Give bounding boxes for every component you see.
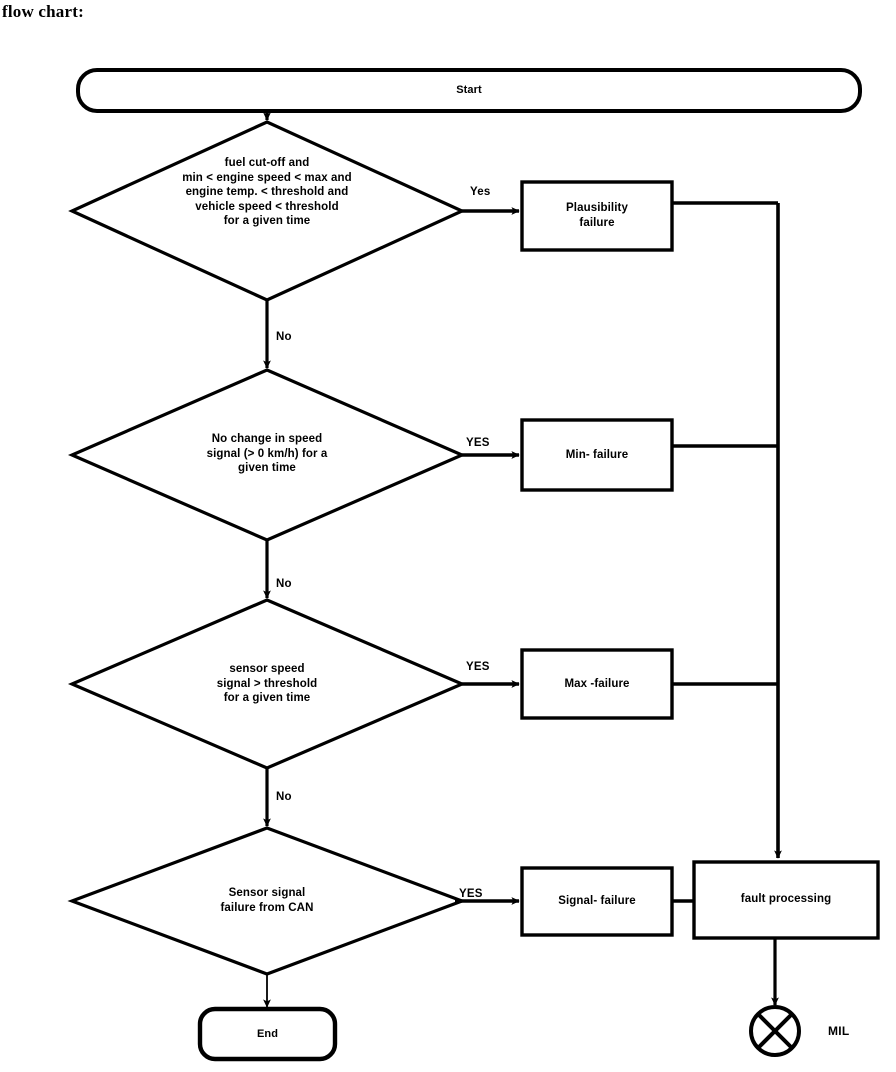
node-min-failure: [520, 418, 674, 492]
page-title: flow chart:: [2, 2, 84, 21]
node-decision-4: [67, 826, 467, 976]
edge-label-yes-4: YES: [459, 888, 483, 900]
edge-label-yes-1: Yes: [470, 186, 491, 198]
node-decision-3: [67, 598, 467, 770]
edge-label-yes-2: YES: [466, 437, 490, 449]
edge-label-no-2: No: [276, 578, 292, 590]
node-decision-1: [68, 120, 466, 302]
edge-label-no-3: No: [276, 791, 292, 803]
edge-label-no-1: No: [276, 331, 292, 343]
node-max-failure: [520, 648, 674, 720]
node-plausibility-failure: [520, 180, 674, 252]
node-signal-failure: [520, 866, 674, 937]
mil-lamp-icon: [749, 1005, 801, 1057]
node-decision-2: [67, 368, 467, 542]
node-fault-processing: [692, 860, 880, 940]
node-end: [197, 1006, 338, 1062]
mil-label: MIL: [828, 1024, 850, 1038]
edge-label-yes-3: YES: [466, 661, 490, 673]
node-start: [76, 68, 862, 113]
